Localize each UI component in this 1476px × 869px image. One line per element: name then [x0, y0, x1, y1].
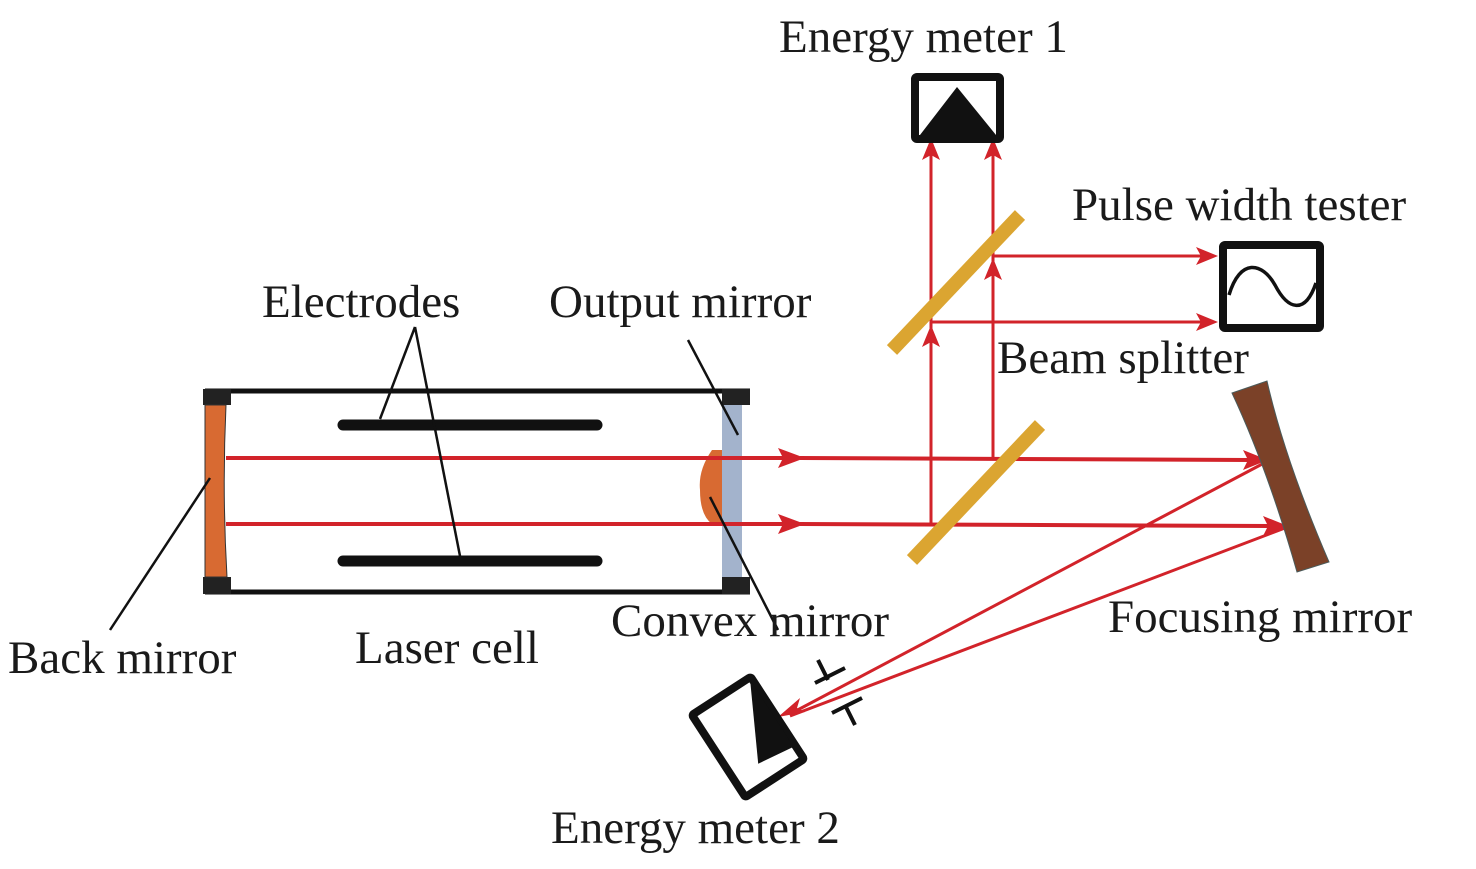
energy-meter-1 — [911, 73, 1004, 143]
pulse-width-tester — [1219, 241, 1324, 332]
label-back-mirror: Back mirror — [8, 632, 237, 684]
leader-back-mirror — [108, 477, 212, 631]
back-mirror-mount-bottom — [203, 577, 231, 594]
beam-arrow — [984, 258, 1002, 280]
laser-beams — [226, 138, 1288, 718]
beam-reflected-1 — [789, 460, 1267, 716]
beam-splitter-upper — [886, 210, 1026, 355]
label-focusing-mirror: Focusing mirror — [1108, 591, 1413, 643]
label-output-mirror: Output mirror — [549, 276, 812, 328]
beam-arrow — [922, 138, 940, 160]
output-mirror-mount-top — [722, 389, 750, 405]
label-beam-splitter: Beam splitter — [997, 332, 1249, 384]
focusing-mirror — [1231, 380, 1330, 573]
label-laser-cell: Laser cell — [355, 622, 539, 674]
output-mirror — [722, 405, 742, 577]
laser-cell — [203, 388, 750, 595]
convex-mirror — [699, 450, 722, 524]
beam-upper-to-focus — [799, 456, 1251, 462]
leader-output-mirror — [686, 339, 740, 436]
energy-meter-2 — [688, 673, 808, 801]
sine-wave-icon — [1227, 265, 1318, 307]
beam-reflected-2 — [789, 526, 1286, 718]
leader-convex-mirror — [708, 496, 780, 631]
beam-arrow — [1243, 450, 1268, 470]
label-energy-meter-1: Energy meter 1 — [779, 11, 1068, 63]
leader-lines — [108, 326, 780, 631]
back-mirror-mount-top — [203, 389, 231, 405]
beam-arrow — [984, 138, 1002, 160]
beam-arrow — [1196, 313, 1218, 331]
leader-electrodes-top — [378, 326, 417, 420]
beam-arrow — [922, 325, 940, 347]
aperture — [814, 659, 863, 726]
leader-electrodes-bottom — [413, 326, 462, 557]
beam-arrow — [1263, 516, 1288, 536]
output-mirror-mount-bottom — [722, 577, 750, 594]
beam-arrow — [1196, 247, 1218, 265]
beam-lower-to-focus — [799, 522, 1271, 528]
beam-arrow — [778, 698, 805, 717]
label-energy-meter-2: Energy meter 2 — [551, 802, 840, 854]
back-mirror — [204, 404, 228, 578]
label-pulse-width-tester: Pulse width tester — [1072, 179, 1407, 231]
beam-arrow — [778, 514, 805, 534]
label-electrodes: Electrodes — [262, 276, 460, 328]
beam-arrow — [778, 448, 805, 468]
label-convex-mirror: Convex mirror — [611, 595, 889, 647]
beam-splitter-lower — [906, 420, 1046, 565]
